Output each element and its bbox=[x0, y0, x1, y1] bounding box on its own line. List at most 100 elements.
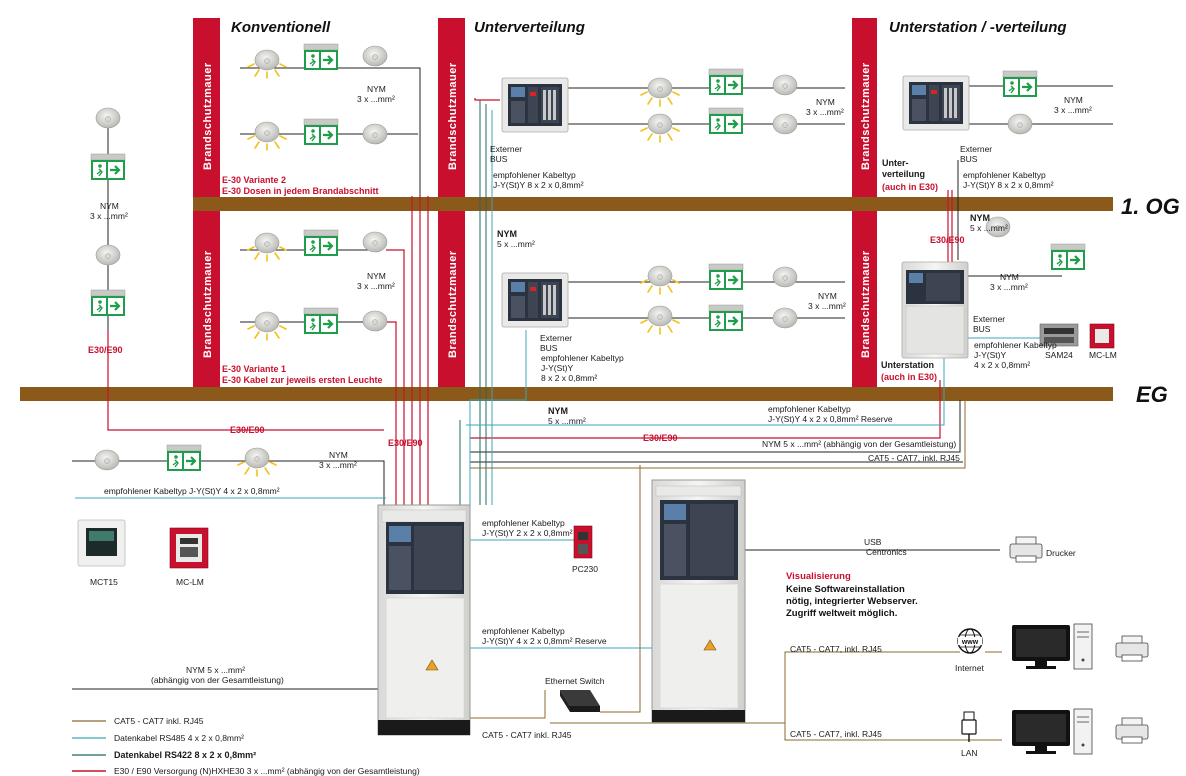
sam24-device bbox=[1039, 323, 1079, 347]
wall-label: Brandschutzmauer bbox=[202, 62, 214, 170]
printer-icon bbox=[1115, 635, 1149, 662]
cabinet-unterverteilung-og bbox=[501, 77, 569, 133]
svg-text:J-Y(St)Y 8 x 2 x 0,8mm²: J-Y(St)Y 8 x 2 x 0,8mm² bbox=[963, 180, 1054, 190]
svg-text:4 x 2 x 0,8mm²: 4 x 2 x 0,8mm² bbox=[974, 360, 1030, 370]
svg-text:Externer: Externer bbox=[973, 314, 1005, 324]
svg-text:NYM: NYM bbox=[1000, 272, 1019, 282]
svg-text:NYM: NYM bbox=[100, 201, 119, 211]
svg-text:5 x ...mm²: 5 x ...mm² bbox=[970, 223, 1008, 233]
svg-text:3 x ...mm²: 3 x ...mm² bbox=[1054, 105, 1092, 115]
rs485-wiring bbox=[75, 110, 1040, 649]
svg-text:J-Y(St)Y 8 x 2 x 0,8mm²: J-Y(St)Y 8 x 2 x 0,8mm² bbox=[493, 180, 584, 190]
svg-text:E30/E90: E30/E90 bbox=[930, 235, 965, 245]
svg-text:E30/E90: E30/E90 bbox=[643, 433, 678, 443]
mct15-label: MCT15 bbox=[90, 577, 118, 587]
svg-text:CAT5 - CAT7 inkl. RJ45: CAT5 - CAT7 inkl. RJ45 bbox=[482, 730, 572, 740]
globe-icon: www bbox=[957, 628, 983, 654]
svg-text:J-Y(St)Y 4 x 2 x 0,8mm² Reserv: J-Y(St)Y 4 x 2 x 0,8mm² Reserve bbox=[482, 636, 607, 646]
wall-label: Brandschutzmauer bbox=[860, 250, 872, 358]
wall-label: Brandschutzmauer bbox=[202, 250, 214, 358]
floor-eg bbox=[20, 387, 1113, 401]
cable-labels: NYM 3 x ...mm² E30/E90 NYM 3 x ...mm² NY… bbox=[88, 84, 1092, 740]
svg-text:(auch in E30): (auch in E30) bbox=[881, 372, 937, 382]
svg-text:Datenkabel RS485 4 x 2 x 0,8mm: Datenkabel RS485 4 x 2 x 0,8mm² bbox=[114, 733, 244, 743]
printer-icon bbox=[1009, 536, 1043, 563]
svg-text:(abhängig von der Gesamtleistu: (abhängig von der Gesamtleistung) bbox=[151, 675, 284, 685]
svg-text:Keine Softwareinstallation: Keine Softwareinstallation bbox=[786, 584, 905, 595]
svg-text:Datenkabel RS422 8 x 2 x 0,8mm: Datenkabel RS422 8 x 2 x 0,8mm² bbox=[114, 750, 256, 760]
mc-lm-label: MC-LM bbox=[176, 577, 204, 587]
svg-text:J-Y(St)Y: J-Y(St)Y bbox=[541, 363, 573, 373]
svg-text:3 x ...mm²: 3 x ...mm² bbox=[806, 107, 844, 117]
svg-text:Unterstation: Unterstation bbox=[881, 360, 934, 370]
cat-wiring bbox=[470, 400, 1002, 741]
firewall-walls: Brandschutzmauer Brandschutzmauer Brands… bbox=[193, 18, 877, 387]
ethernet-switch-label: Ethernet Switch bbox=[545, 676, 605, 686]
svg-text:3 x ...mm²: 3 x ...mm² bbox=[90, 211, 128, 221]
variant-notes: E-30 Variante 2 E-30 Dosen in jedem Bran… bbox=[222, 158, 938, 385]
svg-text:nötig, integrierter Webserver.: nötig, integrierter Webserver. bbox=[786, 596, 918, 607]
svg-text:Externer: Externer bbox=[490, 144, 522, 154]
drucker-label: Drucker bbox=[1046, 548, 1076, 558]
header-konventionell: Konventionell bbox=[231, 19, 331, 36]
svg-text:NYM: NYM bbox=[367, 271, 386, 281]
cabinet-unterstation-og bbox=[902, 75, 970, 131]
wall-label: Brandschutzmauer bbox=[447, 250, 459, 358]
cabinet-unterstation-eg bbox=[901, 261, 969, 359]
svg-text:www: www bbox=[961, 639, 979, 646]
floor-label-eg: EG bbox=[1136, 382, 1168, 407]
svg-text:CAT5 - CAT7, inkl. RJ45: CAT5 - CAT7, inkl. RJ45 bbox=[790, 729, 882, 739]
svg-text:Visualisierung: Visualisierung bbox=[786, 571, 851, 582]
header-unterverteilung: Unterverteilung bbox=[474, 19, 585, 36]
e30-wiring bbox=[107, 98, 953, 505]
wall-label: Brandschutzmauer bbox=[860, 62, 872, 170]
svg-text:Zugriff weltweit möglich.: Zugriff weltweit möglich. bbox=[786, 608, 897, 619]
svg-text:Unter-: Unter- bbox=[882, 158, 909, 168]
svg-text:E-30 Kabel zur jeweils ersten: E-30 Kabel zur jeweils ersten Leuchte bbox=[222, 375, 383, 385]
svg-text:BUS: BUS bbox=[973, 324, 991, 334]
svg-text:NYM: NYM bbox=[1064, 95, 1083, 105]
header-unterstation: Unterstation / -verteilung bbox=[889, 19, 1067, 36]
computer-icon bbox=[1012, 708, 1093, 755]
svg-text:5 x ...mm²: 5 x ...mm² bbox=[548, 416, 586, 426]
svg-text:Externer: Externer bbox=[540, 333, 572, 343]
svg-text:NYM: NYM bbox=[329, 450, 348, 460]
visualisierung-note: Visualisierung Keine Softwareinstallatio… bbox=[786, 571, 918, 619]
mct15-device bbox=[77, 519, 126, 567]
svg-text:E-30 Variante 1: E-30 Variante 1 bbox=[222, 364, 286, 374]
rs422-wiring bbox=[459, 100, 487, 505]
mc-lm-device-right bbox=[1089, 323, 1115, 349]
svg-text:CAT5 - CAT7, inkl. RJ45: CAT5 - CAT7, inkl. RJ45 bbox=[790, 644, 882, 654]
floor-1og bbox=[193, 197, 1113, 211]
svg-text:NYM: NYM bbox=[367, 84, 386, 94]
svg-text:empfohlener Kabeltyp: empfohlener Kabeltyp bbox=[963, 170, 1046, 180]
printer-icon bbox=[1115, 717, 1149, 744]
svg-text:E30/E90: E30/E90 bbox=[388, 438, 423, 448]
main-cabinet bbox=[377, 504, 471, 736]
svg-text:3 x ...mm²: 3 x ...mm² bbox=[808, 301, 846, 311]
svg-text:3 x ...mm²: 3 x ...mm² bbox=[357, 281, 395, 291]
internet-label: Internet bbox=[955, 663, 984, 673]
svg-text:BUS: BUS bbox=[490, 154, 508, 164]
lan-label: LAN bbox=[961, 748, 978, 758]
svg-text:CAT5 - CAT7 inkl. RJ45: CAT5 - CAT7 inkl. RJ45 bbox=[114, 716, 204, 726]
server-cabinet bbox=[651, 479, 746, 723]
svg-text:NYM 5 x ...mm² (abhängig von d: NYM 5 x ...mm² (abhängig von der Gesamtl… bbox=[762, 439, 956, 449]
mc-lm-right-label: MC-LM bbox=[1089, 350, 1117, 360]
lan-plug-icon bbox=[961, 711, 977, 742]
svg-text:3 x ...mm²: 3 x ...mm² bbox=[357, 94, 395, 104]
svg-text:NYM: NYM bbox=[548, 406, 568, 416]
svg-text:8 x 2 x 0,8mm²: 8 x 2 x 0,8mm² bbox=[541, 373, 597, 383]
svg-text:empfohlener Kabeltyp: empfohlener Kabeltyp bbox=[974, 340, 1057, 350]
svg-text:J-Y(St)Y 4 x 2 x 0,8mm² Reserv: J-Y(St)Y 4 x 2 x 0,8mm² Reserve bbox=[768, 414, 893, 424]
cabinet-unterverteilung-eg bbox=[501, 272, 569, 328]
svg-text:E-30 Variante 2: E-30 Variante 2 bbox=[222, 175, 286, 185]
floor-label-og: 1. OG bbox=[1121, 194, 1180, 219]
svg-text:BUS: BUS bbox=[960, 154, 978, 164]
svg-text:(auch in E30): (auch in E30) bbox=[882, 182, 938, 192]
svg-text:verteilung: verteilung bbox=[882, 169, 925, 179]
svg-text:empfohlener Kabeltyp: empfohlener Kabeltyp bbox=[482, 518, 565, 528]
svg-text:USB: USB bbox=[864, 537, 882, 547]
svg-text:5 x ...mm²: 5 x ...mm² bbox=[497, 239, 535, 249]
